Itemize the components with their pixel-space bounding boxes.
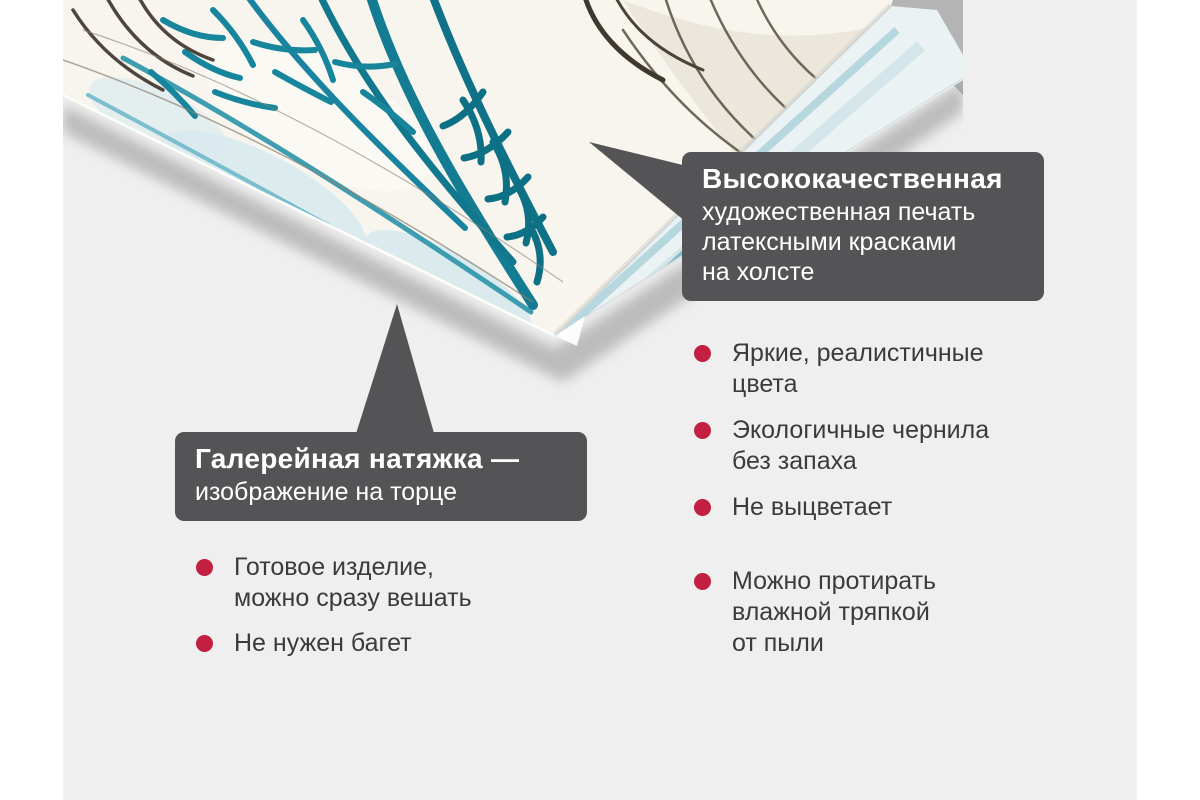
callout-pointer-gallery-wrap [354,304,436,440]
canvas-corner-highlight [555,316,585,346]
feature-text: Не нужен багет [234,629,412,657]
feature-text: Не выцветает [732,493,893,521]
canvas-edge-highlight [63,93,556,338]
callout-gallery-wrap: Галерейная натяжка — изображение на торц… [175,432,587,521]
pointer-shape [354,304,436,440]
features-left-list: Готовое изделие,можно сразу вешать Не ну… [196,552,472,659]
bullet-dot [196,635,213,652]
callout-pointer-print-quality [589,142,703,236]
bullet-dot [196,559,213,576]
bullet-dot [694,573,711,590]
bullet-dot [694,345,711,362]
pointer-shape [589,142,703,236]
bullet-dot [694,499,711,516]
feature-text: Готовое изделие,можно сразу вешать [234,553,472,612]
feature-item: Не нужен багет [196,628,472,659]
feature-item: Готовое изделие,можно сразу вешать [196,552,472,614]
callout-title: Галерейная натяжка — [195,443,520,474]
feature-item: Не выцветает [694,492,989,523]
callout-title: Высококачественная [702,163,1003,194]
bullet-dot [694,422,711,439]
callout-print-quality: Высококачественная художественная печать… [682,152,1044,301]
callout-body: изображение на торце [195,478,457,506]
